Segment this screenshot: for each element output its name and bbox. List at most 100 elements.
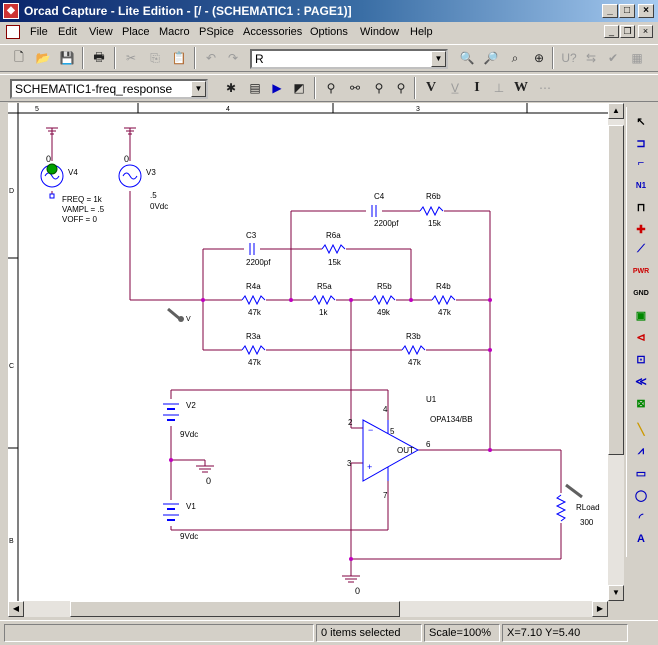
power-probe-icon[interactable]: ⚲ xyxy=(396,81,406,95)
simulation-profile-combo[interactable]: SCHEMATIC1-freq_response ▼ xyxy=(10,79,208,99)
place-bus-entry-icon[interactable]: ⟋ xyxy=(637,242,645,255)
netlist-icon[interactable]: ▦ xyxy=(631,51,643,65)
app-icon[interactable]: ◆ xyxy=(3,3,19,19)
pin-5: 5 xyxy=(390,427,395,436)
vertical-scroll-thumb[interactable] xyxy=(608,125,624,455)
voltage-probe-icon[interactable] xyxy=(565,483,583,499)
drc-icon[interactable]: ✔ xyxy=(607,51,619,65)
document-icon[interactable] xyxy=(6,25,20,39)
cut-icon[interactable]: ✂ xyxy=(125,51,137,65)
power-marker-icon[interactable]: W xyxy=(514,80,528,95)
ruler-left-label: D xyxy=(9,188,14,195)
scroll-down-icon[interactable]: ▼ xyxy=(608,585,624,601)
redo-icon[interactable]: ↷ xyxy=(227,51,239,65)
schematic-canvas[interactable]: 5 4 3 D C B xyxy=(8,103,608,601)
status-message xyxy=(4,624,314,642)
v4-source[interactable] xyxy=(40,163,64,199)
menu-macro[interactable]: Macro xyxy=(159,26,190,38)
scroll-left-icon[interactable]: ◀ xyxy=(8,601,24,617)
place-pin-icon[interactable]: ⊡ xyxy=(636,353,646,366)
vertical-scrollbar[interactable]: ▲ ▼ xyxy=(608,103,624,601)
place-bus-icon[interactable]: ⊓ xyxy=(636,201,646,214)
voltage-marker-icon[interactable]: V xyxy=(425,80,437,95)
doc-minimize-button[interactable]: _ xyxy=(604,25,619,38)
place-junction-icon[interactable]: ✚ xyxy=(636,223,646,236)
v4-vampl: VAMPL = .5 xyxy=(62,205,105,214)
place-power-icon[interactable]: PWR xyxy=(632,267,650,275)
place-wire-icon[interactable]: ⌐ xyxy=(637,157,645,169)
new-icon[interactable]: 🗋 xyxy=(14,49,24,64)
doc-close-button[interactable]: × xyxy=(638,25,653,38)
voltage-probe-icon[interactable] xyxy=(167,307,184,322)
menu-pspice[interactable]: PSpice xyxy=(199,26,234,38)
doc-restore-button[interactable]: ❐ xyxy=(620,25,635,38)
paste-icon[interactable]: 📋 xyxy=(171,51,187,65)
minimize-button[interactable]: _ xyxy=(602,4,618,18)
current-marker-icon[interactable]: I xyxy=(474,80,480,95)
menu-view[interactable]: View xyxy=(89,26,113,38)
current-probe-icon[interactable]: ⚲ xyxy=(374,81,384,95)
menu-file[interactable]: File xyxy=(30,26,48,38)
menu-edit[interactable]: Edit xyxy=(58,26,77,38)
undo-icon[interactable]: ↶ xyxy=(205,51,217,65)
menu-accessories[interactable]: Accessories xyxy=(243,26,303,38)
battery-v2[interactable] xyxy=(158,399,184,426)
zoom-in-icon[interactable]: 🔍 xyxy=(459,51,475,65)
v4-freq: FREQ = 1k xyxy=(62,195,103,204)
zoom-all-icon[interactable]: ⊕ xyxy=(533,51,545,65)
place-text-icon[interactable]: A xyxy=(637,533,645,545)
place-ellipse-icon[interactable]: ◯ xyxy=(634,489,648,502)
c3-capacitor[interactable] xyxy=(244,241,260,257)
v3-param-1: .5 xyxy=(150,191,157,200)
new-profile-icon[interactable]: ✱ xyxy=(225,81,237,95)
save-icon[interactable]: 💾 xyxy=(59,51,75,65)
place-off-page-connector-icon[interactable]: ≪ xyxy=(635,375,647,388)
probe-icon[interactable]: ⚲ xyxy=(326,81,336,95)
horizontal-scroll-thumb[interactable] xyxy=(70,601,400,617)
bias-current-icon[interactable]: ⊥ xyxy=(493,81,505,95)
edit-profile-icon[interactable]: ▤ xyxy=(249,81,261,95)
place-arc-icon[interactable]: ◜ xyxy=(638,511,644,524)
v3-source[interactable] xyxy=(118,164,142,188)
v4-voff: VOFF = 0 xyxy=(62,215,97,224)
c4-capacitor[interactable] xyxy=(366,203,382,219)
place-ground-icon[interactable]: GND xyxy=(633,289,649,297)
differential-marker-icon[interactable]: V̲ xyxy=(450,81,459,95)
place-part-icon[interactable]: ⊐ xyxy=(636,137,646,150)
opamp-u1[interactable]: − + xyxy=(362,419,420,482)
menu-window[interactable]: Window xyxy=(360,26,400,38)
voltage-probe-icon[interactable]: ⚯ xyxy=(349,81,361,95)
scroll-right-icon[interactable]: ▶ xyxy=(592,601,608,617)
chevron-down-icon[interactable]: ▼ xyxy=(191,81,206,97)
place-port-icon[interactable]: ⊲ xyxy=(636,331,646,344)
open-icon[interactable]: 📂 xyxy=(35,51,51,65)
v1-value: 9Vdc xyxy=(180,532,198,541)
horizontal-scrollbar[interactable]: ◀ ▶ xyxy=(8,601,608,617)
maximize-button[interactable]: □ xyxy=(619,4,635,18)
place-no-connect-icon[interactable]: ⊠ xyxy=(636,397,646,410)
annotate-icon[interactable]: U? xyxy=(561,51,577,65)
place-line-icon[interactable]: ╲ xyxy=(637,423,645,436)
close-button[interactable]: × xyxy=(638,4,654,18)
copy-icon[interactable]: ⎘ xyxy=(150,50,160,65)
marker-options-icon[interactable]: ⋯ xyxy=(539,81,551,95)
scroll-up-icon[interactable]: ▲ xyxy=(608,103,624,119)
resistors[interactable] xyxy=(241,205,567,523)
place-hierarchical-block-icon[interactable]: ▣ xyxy=(635,309,647,322)
menu-place[interactable]: Place xyxy=(122,26,150,38)
zoom-area-icon[interactable]: ⌕ xyxy=(511,50,519,65)
battery-v1[interactable] xyxy=(158,500,184,526)
print-icon[interactable]: 🖶 xyxy=(93,49,105,64)
select-icon[interactable]: ↖ xyxy=(636,115,646,128)
back-annotate-icon[interactable]: ⇆ xyxy=(585,51,597,65)
menu-options[interactable]: Options xyxy=(310,26,348,38)
chevron-down-icon[interactable]: ▼ xyxy=(431,51,446,67)
run-icon[interactable]: ▶ xyxy=(272,81,282,95)
place-polyline-icon[interactable]: ⩘ xyxy=(637,444,645,457)
place-net-alias-icon[interactable]: N1 xyxy=(635,180,647,190)
zoom-out-icon[interactable]: 🔎 xyxy=(483,51,499,65)
part-combo[interactable]: R ▼ xyxy=(250,49,448,69)
view-results-icon[interactable]: ◩ xyxy=(293,81,305,95)
place-rectangle-icon[interactable]: ▭ xyxy=(635,467,647,480)
menu-help[interactable]: Help xyxy=(410,26,433,38)
